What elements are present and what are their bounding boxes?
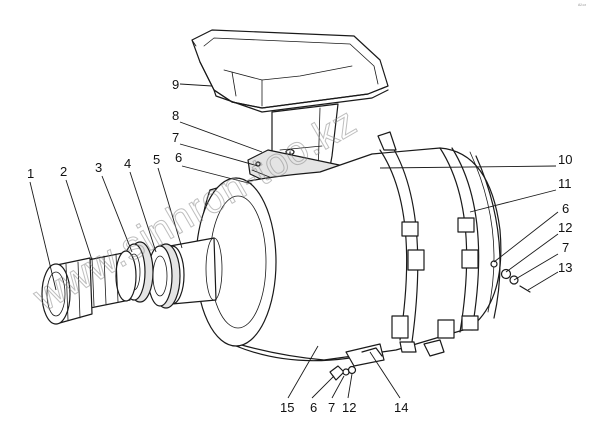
part-4-ring [147,243,181,309]
label-6-right: 6 [562,201,569,216]
callout-labels: 1 2 3 4 5 6 7 8 9 10 11 6 12 7 13 15 6 7… [27,77,572,415]
label-10: 10 [558,152,572,167]
label-9: 9 [172,77,179,92]
label-4: 4 [124,156,131,171]
label-1: 1 [27,166,34,181]
label-5: 5 [153,152,160,167]
label-15: 15 [280,400,294,415]
corner-mark: ᴬ²⁴⁸ [577,3,586,9]
label-12-right: 12 [558,220,572,235]
label-3: 3 [95,160,102,175]
label-7: 7 [172,130,179,145]
label-2: 2 [60,164,67,179]
label-7-right: 7 [562,240,569,255]
right-hardware [490,260,531,293]
label-7-bottom: 7 [328,400,335,415]
label-11: 11 [558,176,572,191]
label-6-bottom: 6 [310,400,317,415]
label-13: 13 [558,260,572,275]
label-8: 8 [172,108,179,123]
part-1-filter-cover [41,257,93,325]
label-12-bottom: 12 [342,400,356,415]
label-6: 6 [175,150,182,165]
part-10-housing [195,145,502,362]
part-9-cap [191,29,389,113]
part-11-clamp-brackets [345,131,479,367]
label-14: 14 [394,400,408,415]
leader-lines [29,83,559,399]
